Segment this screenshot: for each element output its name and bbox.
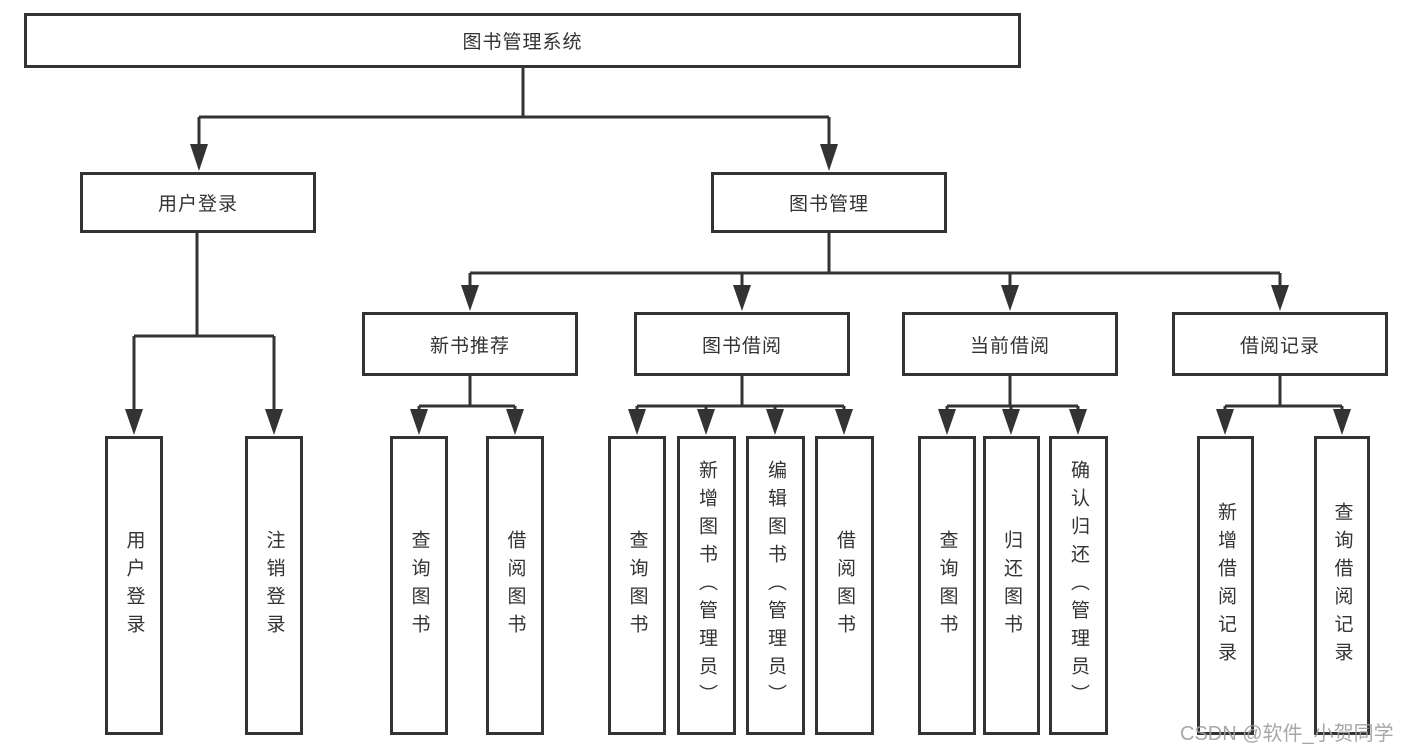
arrowhead-icons [125,144,1351,435]
tree-branch-lines [132,66,1344,410]
node-borrow-records: 借阅记录 [1172,312,1388,376]
arrowhead-icon [938,409,956,435]
node-leaf-bb-query-book-label: 查询图书 [626,529,648,642]
node-book-borrow-label: 图书借阅 [701,335,782,357]
arrowhead-icon [1001,285,1019,311]
node-leaf-user-login: 用户登录 [105,436,163,735]
node-book-mgmt-label: 图书管理 [788,194,869,215]
node-borrow-records-label: 借阅记录 [1239,335,1320,357]
node-root: 图书管理系统 [24,13,1021,68]
arrowhead-icon [697,409,715,435]
arrowhead-icon [1271,285,1289,311]
node-root-label: 图书管理系统 [462,32,583,53]
node-leaf-cb-confirm-return-label: 确认归还（管理员） [1068,459,1089,712]
arrowhead-icon [506,409,524,435]
node-new-book-rec-label: 新书推荐 [429,335,510,357]
node-leaf-cb-confirm-return: 确认归还（管理员） [1049,436,1108,735]
node-leaf-cb-query-book: 查询图书 [918,436,976,735]
arrowhead-icon [1069,409,1087,435]
node-leaf-bb-borrow-book: 借阅图书 [815,436,874,735]
arrowhead-icon [265,409,283,435]
node-leaf-rec-borrow-book-label: 借阅图书 [504,529,526,642]
arrowhead-icon [461,285,479,311]
arrowhead-icon [410,409,428,435]
node-leaf-rec-query-book: 查询图书 [390,436,448,735]
node-current-borrow-label: 当前借阅 [969,335,1050,357]
node-leaf-br-add-record: 新增借阅记录 [1197,436,1254,735]
node-leaf-bb-edit-book-label: 编辑图书（管理员） [765,459,786,712]
node-leaf-logout: 注销登录 [245,436,303,735]
node-leaf-cb-query-book-label: 查询图书 [936,529,958,642]
arrowhead-icon [835,409,853,435]
node-book-mgmt: 图书管理 [711,172,947,233]
node-leaf-rec-borrow-book: 借阅图书 [486,436,544,735]
node-book-borrow: 图书借阅 [634,312,850,376]
node-leaf-bb-add-book-label: 新增图书（管理员） [696,459,717,712]
node-leaf-bb-edit-book: 编辑图书（管理员） [746,436,805,735]
arrowhead-icon [1002,409,1020,435]
node-new-book-rec: 新书推荐 [362,312,578,376]
node-user-login: 用户登录 [80,172,316,233]
arrowhead-icon [1216,409,1234,435]
arrowhead-icon [125,409,143,435]
node-leaf-br-add-record-label: 新增借阅记录 [1215,501,1236,670]
node-leaf-user-login-label: 用户登录 [123,529,145,642]
csdn-watermark: CSDN @软件_小贺同学 [1180,723,1394,745]
node-leaf-rec-query-book-label: 查询图书 [408,529,430,642]
node-current-borrow: 当前借阅 [902,312,1118,376]
node-leaf-bb-add-book: 新增图书（管理员） [677,436,736,735]
node-leaf-br-query-record: 查询借阅记录 [1314,436,1370,735]
node-leaf-bb-borrow-book-label: 借阅图书 [834,529,855,642]
node-leaf-logout-label: 注销登录 [263,529,285,642]
node-leaf-cb-return-book-label: 归还图书 [1001,529,1022,642]
arrowhead-icon [820,144,838,171]
node-leaf-bb-query-book: 查询图书 [608,436,666,735]
arrowhead-icon [766,409,784,435]
node-leaf-cb-return-book: 归还图书 [983,436,1040,735]
node-leaf-br-query-record-label: 查询借阅记录 [1331,501,1353,670]
arrowhead-icon [1333,409,1351,435]
node-user-login-label: 用户登录 [157,194,238,215]
arrowhead-icon [628,409,646,435]
arrowhead-icon [733,285,751,311]
arrowhead-icon [190,144,208,171]
